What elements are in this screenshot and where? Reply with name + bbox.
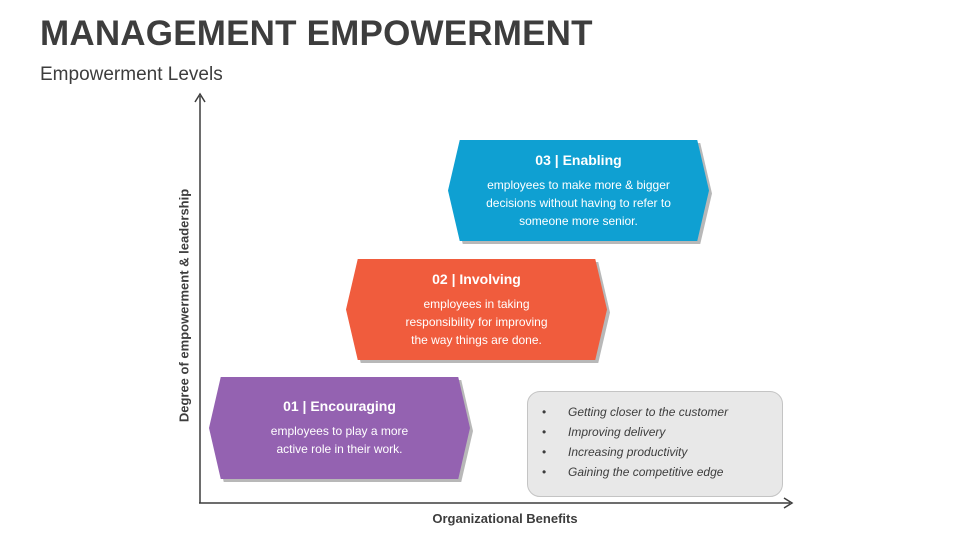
level-enabling: 03 | Enabling employees to make more & b… <box>448 140 709 241</box>
benefit-item: •Improving delivery <box>542 425 666 439</box>
level-involving-line: responsibility for improving <box>405 314 548 329</box>
level-involving-line: the way things are done. <box>411 332 542 347</box>
y-axis-label: Degree of empowerment & leadership <box>176 188 192 423</box>
x-axis-arrow <box>783 497 794 509</box>
page-subtitle: Empowerment Levels <box>40 64 223 85</box>
level-enabling-line: decisions without having to refer to <box>486 195 671 210</box>
level-involving-title: 02 | Involving <box>432 270 521 287</box>
level-involving: 02 | Involving employees in taking respo… <box>346 259 607 360</box>
x-axis-label: Organizational Benefits <box>432 511 578 526</box>
y-axis-arrow <box>194 92 206 103</box>
level-encouraging-line: active role in their work. <box>276 442 403 456</box>
benefit-item: •Increasing productivity <box>542 445 688 459</box>
benefits-list: •Getting closer to the customer •Improvi… <box>542 402 782 482</box>
benefit-item: •Gaining the competitive edge <box>542 465 724 479</box>
benefits-box: •Getting closer to the customer •Improvi… <box>527 391 783 497</box>
benefit-item: •Getting closer to the customer <box>542 405 729 419</box>
page-title: MANAGEMENT EMPOWERMENT <box>40 14 593 53</box>
level-involving-line: employees in taking <box>423 296 530 311</box>
level-enabling-line: employees to make more & bigger <box>487 177 670 192</box>
level-encouraging-line: employees to play a more <box>270 424 409 438</box>
level-encouraging: 01 | Encouraging employees to play a mor… <box>209 377 470 479</box>
level-encouraging-title: 01 | Encouraging <box>283 398 396 414</box>
level-enabling-line: someone more senior. <box>519 213 638 228</box>
level-enabling-title: 03 | Enabling <box>535 151 622 168</box>
